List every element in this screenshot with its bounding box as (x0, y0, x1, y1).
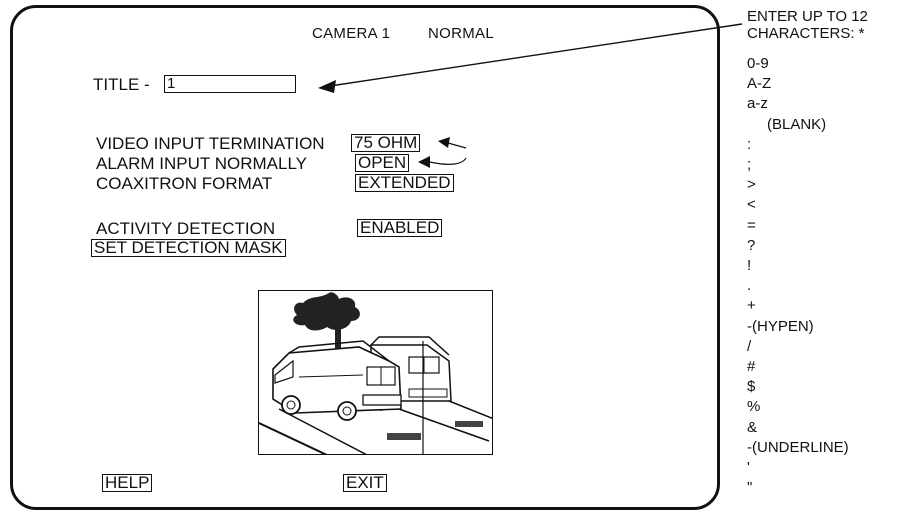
camera-label: CAMERA 1 (312, 25, 391, 42)
allowed-character-item: ? (747, 236, 756, 254)
allowed-character-item: + (747, 297, 756, 315)
video-input-termination-value[interactable]: 75 OHM (351, 134, 421, 152)
allowed-character-item: 0-9 (747, 55, 769, 72)
allowed-character-item: / (747, 337, 752, 355)
allowed-character-item: > (747, 176, 756, 194)
exit-button[interactable]: EXIT (343, 474, 387, 492)
monitor-screen-frame (10, 5, 720, 510)
allowed-character-item: ! (747, 257, 752, 275)
allowed-character-item: " (747, 479, 753, 497)
title-input[interactable]: 1 (164, 75, 296, 93)
allowed-character-item: # (747, 358, 756, 376)
allowed-character-item: (BLANK) (767, 115, 827, 133)
help-button[interactable]: HELP (102, 474, 153, 492)
allowed-character-item: . (747, 277, 752, 295)
allowed-character-item: : (747, 135, 752, 153)
allowed-character-item: -(UNDERLINE) (747, 438, 849, 456)
allowed-character-item: = (747, 216, 756, 234)
activity-detection-label: ACTIVITY DETECTION (96, 219, 276, 238)
title-label: TITLE - (93, 75, 150, 94)
video-input-termination-label: VIDEO INPUT TERMINATION (96, 134, 325, 153)
allowed-character-item: a-z (747, 95, 768, 113)
set-detection-mask-button[interactable]: SET DETECTION MASK (91, 239, 286, 257)
coaxitron-format-label: COAXITRON FORMAT (96, 174, 273, 193)
alarm-input-normally-label: ALARM INPUT NORMALLY (96, 154, 307, 173)
allowed-character-item: & (747, 418, 758, 436)
parking-lot-preview-image (258, 290, 493, 455)
allowed-character-item: % (747, 398, 761, 416)
allowed-character-item: -(HYPEN) (747, 317, 814, 335)
mode-label: NORMAL (428, 25, 494, 42)
allowed-character-item: ; (747, 156, 752, 174)
activity-detection-value[interactable]: ENABLED (357, 219, 443, 237)
allowed-character-item: A-Z (747, 75, 772, 93)
alarm-input-normally-value[interactable]: OPEN (355, 154, 410, 172)
parking-lot-illustration (259, 292, 492, 454)
coaxitron-format-value[interactable]: EXTENDED (355, 174, 454, 192)
annotation-line1: ENTER UP TO 12 (747, 8, 868, 25)
allowed-character-item: < (747, 196, 756, 214)
allowed-character-item: ' (747, 459, 750, 477)
allowed-character-item: $ (747, 378, 756, 396)
annotation-line2: CHARACTERS: * (747, 25, 865, 42)
